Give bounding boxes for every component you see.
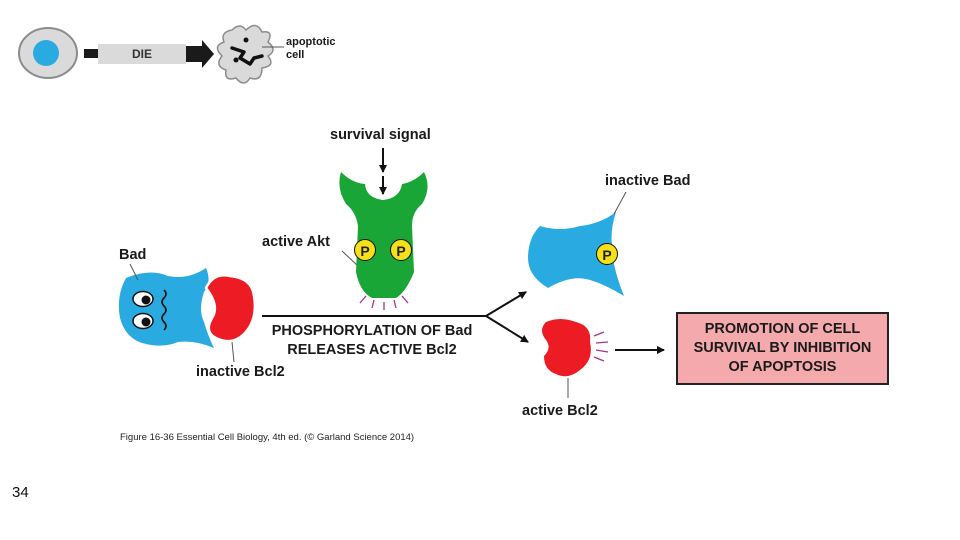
figure-caption: Figure 16-36 Essential Cell Biology, 4th… (120, 432, 415, 443)
inactive-bcl2-pointer (231, 341, 235, 363)
active-akt-label: active Akt (262, 234, 330, 250)
inactive-bcl2-protein (204, 274, 257, 343)
die-arrow-stub (84, 49, 98, 58)
active-bcl2-label: active Bcl2 (522, 403, 598, 419)
akt-phosphate-1-label: P (360, 243, 369, 259)
die-box (98, 44, 186, 64)
healthy-cell (18, 27, 78, 79)
bad-binding-squiggle (161, 289, 167, 331)
akt-signal-ticks (359, 295, 409, 310)
bad-phosphate-label: P (602, 247, 611, 263)
die-label: DIE (131, 47, 152, 61)
page-number: 34 (12, 484, 29, 501)
promotion-text: PROMOTION OF CELL SURVIVAL BY INHIBITION… (693, 321, 872, 375)
bad-phosphate (596, 243, 618, 265)
phosphorylation-text: PHOSPHORYLATION OF Bad RELEASES ACTIVE B… (271, 323, 473, 358)
arrow-to-inactive-bad (485, 291, 527, 317)
inactive-bad-protein (528, 212, 624, 296)
apoptotic-cell (216, 24, 284, 84)
arrow-to-active-bcl2 (485, 315, 529, 343)
bad-label: Bad (119, 247, 147, 263)
akt-phosphate-2-label: P (396, 243, 405, 259)
inactive-bad-label: inactive Bad (605, 173, 691, 189)
active-akt-pointer (341, 250, 358, 266)
die-arrow-head (186, 40, 214, 68)
akt-phosphate-2 (390, 239, 412, 261)
active-akt-protein (339, 172, 428, 298)
bad-protein (118, 268, 214, 348)
survival-signal-label: survival signal (330, 127, 431, 143)
inactive-bcl2-label: inactive Bcl2 (196, 364, 285, 380)
promotion-box: PROMOTION OF CELL SURVIVAL BY INHIBITION… (676, 312, 889, 385)
bad-pointer (129, 263, 139, 281)
akt-phosphate-1 (354, 239, 376, 261)
bcl2-signal-ticks (593, 331, 609, 362)
bad-eyes (132, 290, 154, 330)
active-bcl2-protein (542, 319, 591, 377)
apoptotic-cell-label: apoptotic cell (286, 36, 336, 61)
inactive-bad-pointer (613, 191, 627, 215)
